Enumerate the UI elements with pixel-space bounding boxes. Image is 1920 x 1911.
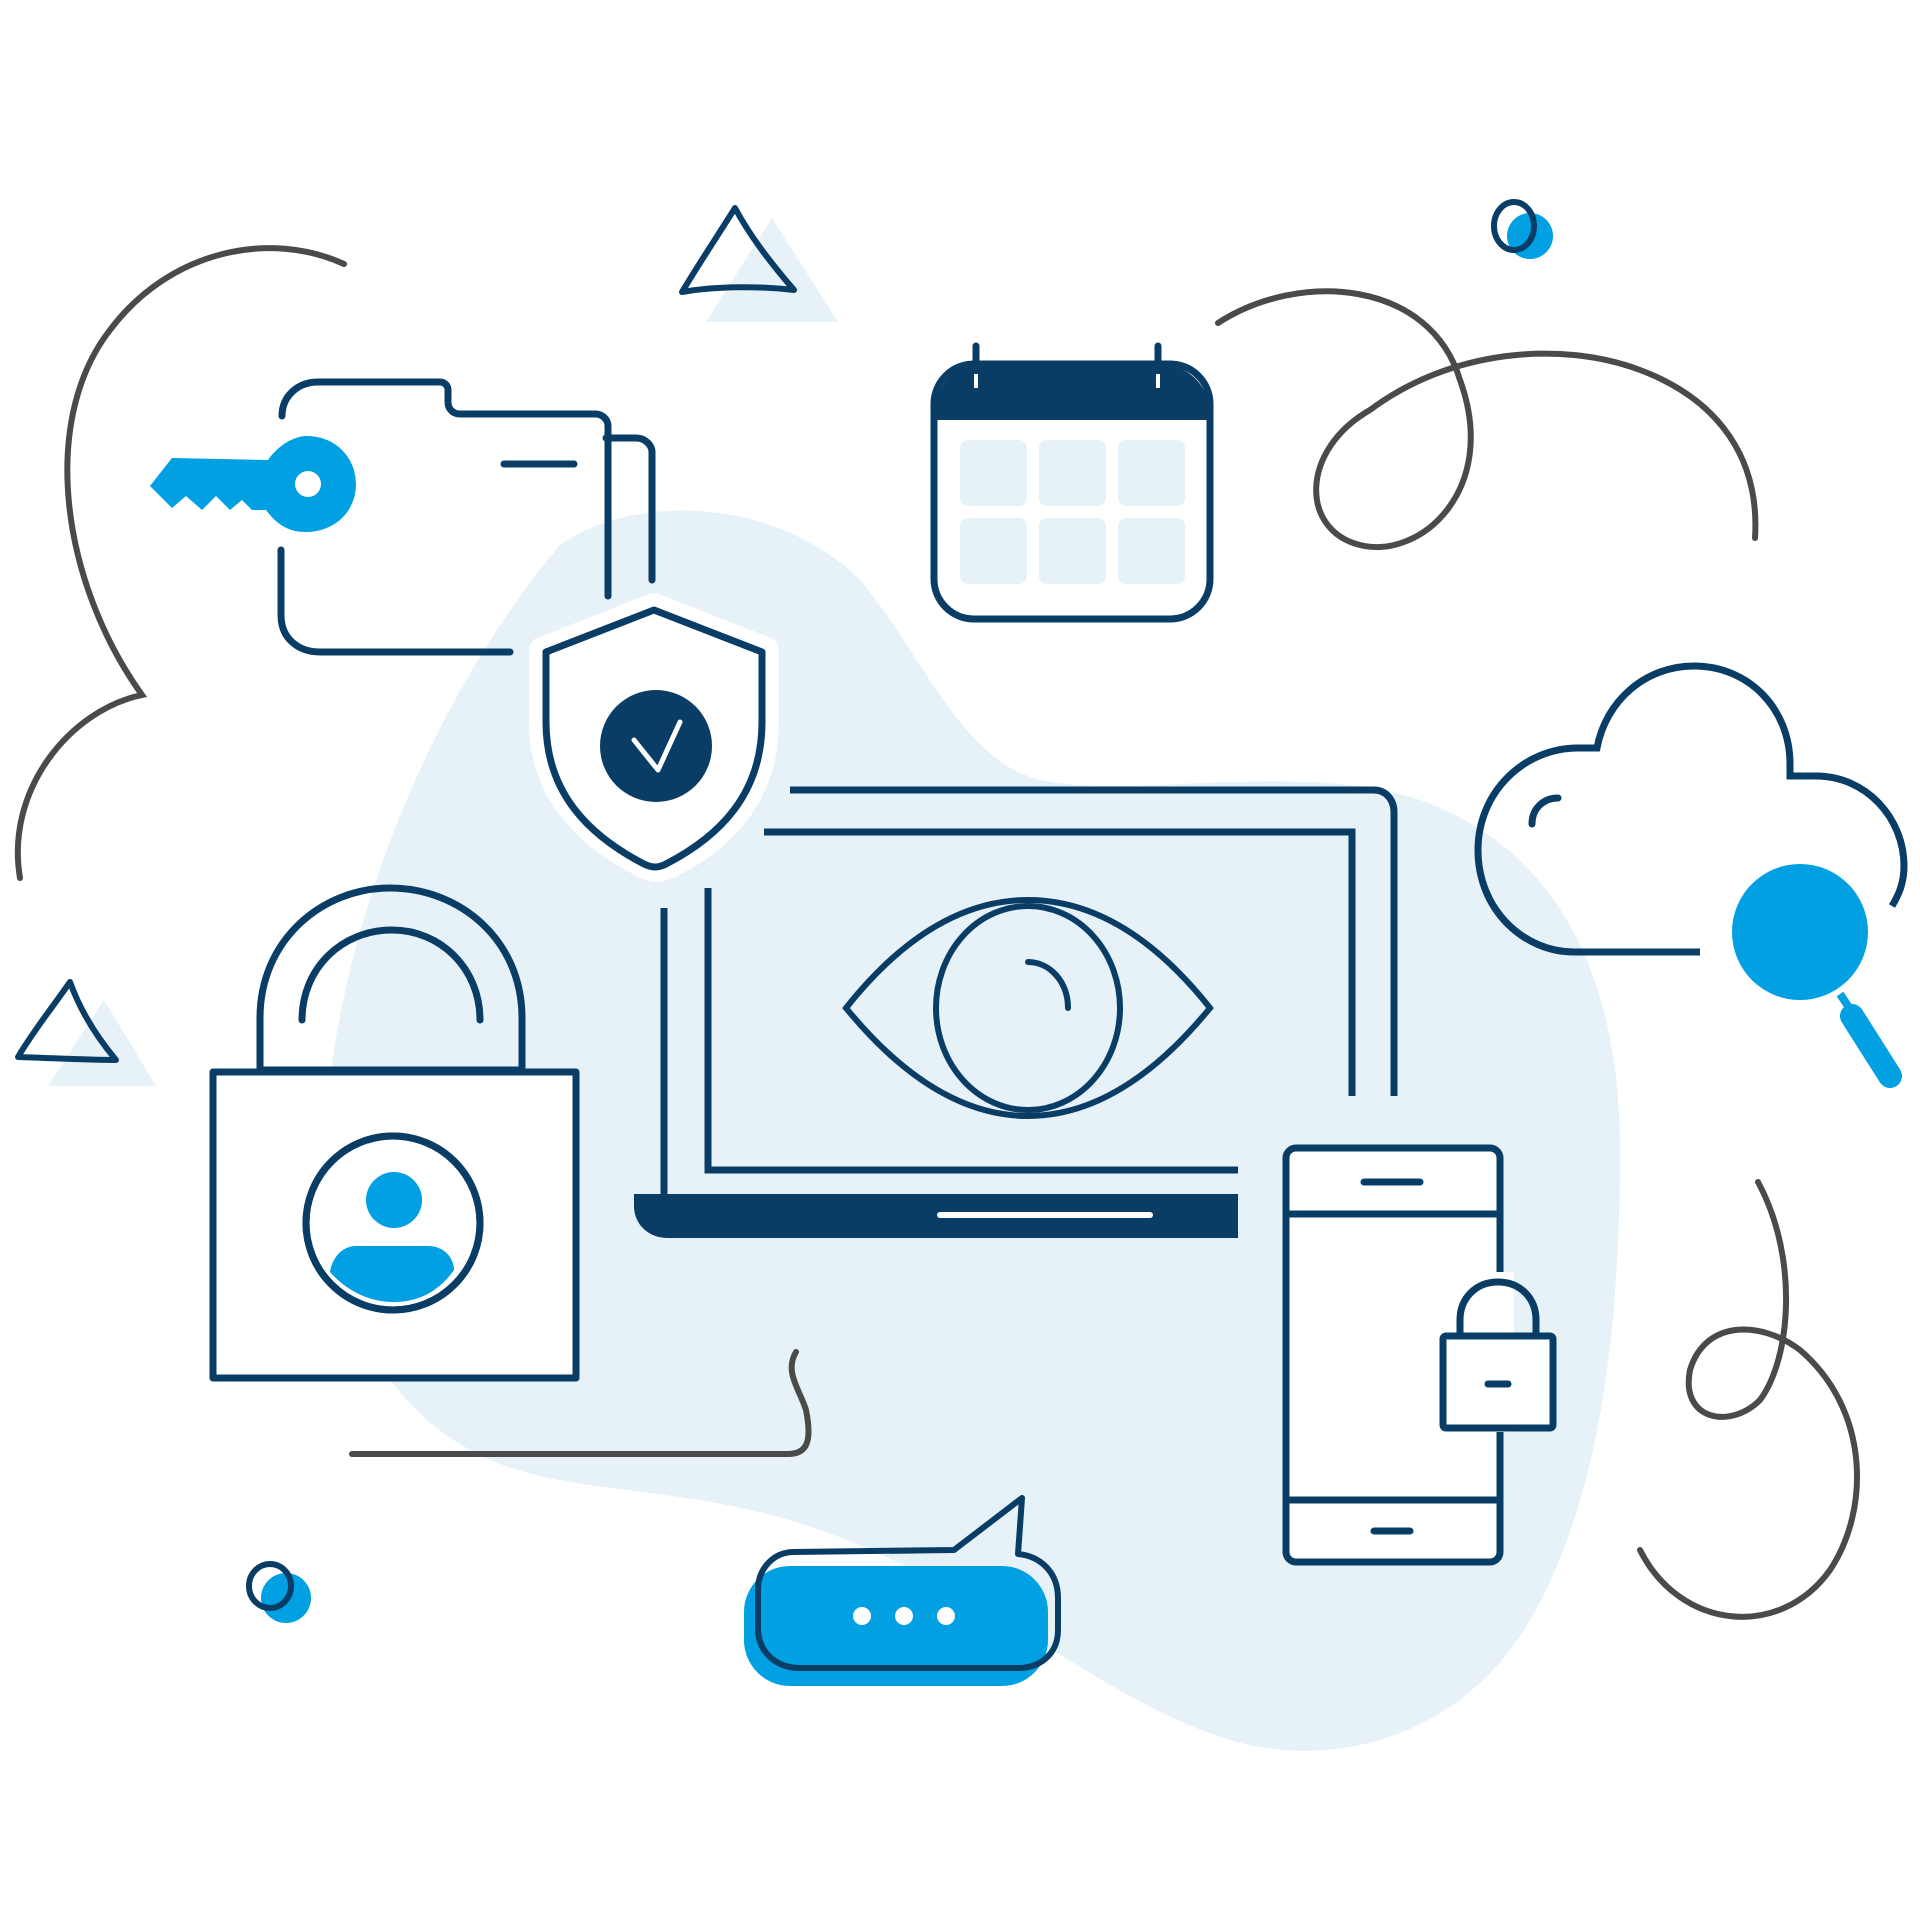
eye-icon	[842, 896, 1214, 1120]
triangle-icon	[679, 205, 838, 322]
triangle-icon	[15, 979, 156, 1086]
cloud-icon	[1474, 662, 1908, 956]
laptop-icon	[634, 786, 1398, 1238]
squiggle-bottom-right	[1637, 1179, 1860, 1620]
magnifier-icon	[1732, 864, 1902, 1098]
folder-icon	[277, 378, 656, 656]
squiggle-top-left	[14, 245, 347, 881]
calendar-icon	[930, 342, 1214, 623]
decorative-lines	[14, 245, 1860, 1620]
small-lock-icon	[1439, 1210, 1557, 1504]
squiggle-bottom-center	[349, 1349, 812, 1457]
padlock-user-icon	[209, 884, 580, 1382]
shield-check-icon	[529, 593, 779, 882]
key-icon	[150, 436, 356, 532]
squiggle-top-right	[1215, 288, 1759, 550]
dots-icon	[246, 199, 1553, 1623]
chat-bubble-icon	[744, 1495, 1061, 1686]
